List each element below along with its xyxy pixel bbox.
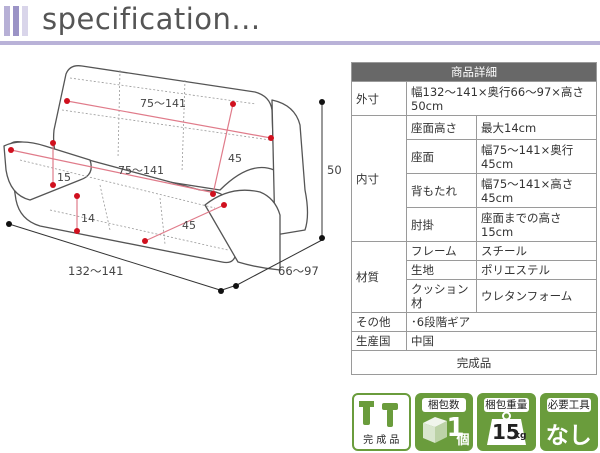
material-row-value: ポリエステル [476, 260, 597, 280]
packages-label: 梱包数 [421, 398, 466, 412]
header-bar [4, 6, 10, 36]
dim-seat-height: 14 [81, 212, 95, 225]
material-row-label: フレーム [406, 241, 477, 261]
weight-unit: kg [514, 431, 527, 441]
dim-total-width: 132〜141 [68, 264, 123, 278]
inner-row-value: 幅75〜141×奥行45cm [476, 139, 597, 174]
inner-size-label: 内寸 [351, 115, 407, 242]
origin-label: 生産国 [351, 331, 407, 351]
inner-row-value: 最大14cm [476, 115, 597, 140]
packages-badge: 梱包数 1 個 [414, 393, 473, 451]
material-row-label: クッション材 [406, 279, 477, 313]
assembled-badge: 完 成 品 [352, 393, 411, 451]
material-label: 材質 [351, 241, 407, 313]
inner-row-label: 座面 [406, 139, 477, 174]
box-icon [422, 417, 447, 443]
header-underline [0, 41, 600, 45]
inner-row-label: 座面高さ [406, 115, 477, 140]
outer-dimension-points [6, 99, 325, 294]
tools-needed-badge: 必要工具 なし [539, 393, 598, 451]
material-row-value: ウレタンフォーム [476, 279, 597, 313]
other-label: その他 [351, 312, 407, 332]
weight-badge: 梱包重量 15 kg [477, 393, 536, 451]
packages-value: 1 [446, 413, 465, 443]
spec-table-title: 商品詳細 [351, 62, 597, 82]
page-header: specification... [0, 0, 600, 45]
material-row-value: スチール [476, 241, 597, 261]
header-bar [13, 6, 19, 36]
dim-total-height: 50 [327, 163, 342, 177]
outer-size-value: 幅132〜141×奥行66〜97×高さ50cm [406, 81, 597, 116]
spec-table-footer: 完成品 [351, 350, 597, 375]
sofa-dimension-drawing: 75〜141 45 75〜141 15 14 45 50 132〜141 66〜… [3, 65, 342, 294]
dim-back-height: 45 [228, 152, 242, 165]
dim-back-width: 75〜141 [140, 97, 186, 110]
inner-row-value: 座面までの高さ15cm [476, 207, 597, 242]
assembled-caption: 完 成 品 [363, 435, 400, 446]
header-decoration-bars [4, 6, 28, 36]
material-row-label: 生地 [406, 260, 477, 280]
outer-dimension-labels: 50 132〜141 66〜97 [68, 163, 342, 278]
weight-icon [487, 411, 526, 445]
inner-row-label: 背もたれ [406, 173, 477, 208]
dim-seat-depth: 45 [182, 219, 196, 232]
tools-needed-value: なし [545, 423, 592, 449]
sofa-outline [3, 65, 309, 271]
red-dimension-points [8, 98, 274, 244]
tools-needed-label: 必要工具 [546, 398, 591, 412]
red-dimension-labels: 75〜141 45 75〜141 15 14 45 [57, 97, 242, 232]
origin-value: 中国 [406, 331, 597, 351]
tools-icon [359, 401, 398, 427]
dim-arm-height: 15 [57, 171, 71, 184]
outer-size-label: 外寸 [351, 81, 407, 116]
header-bar [22, 6, 28, 36]
inner-row-value: 幅75〜141×高さ45cm [476, 173, 597, 208]
spec-table: 商品詳細 外寸 幅132〜141×奥行66〜97×高さ50cm 内寸 座面高さ … [351, 62, 597, 375]
red-dimension-lines [10, 100, 272, 242]
other-value: ･6段階ギア [406, 312, 597, 332]
weight-value: 15 [492, 420, 520, 444]
dim-seat-width: 75〜141 [118, 164, 164, 177]
packages-unit: 個 [456, 433, 470, 448]
inner-row-label: 肘掛 [406, 207, 477, 242]
weight-label: 梱包重量 [484, 398, 529, 412]
dim-total-depth: 66〜97 [278, 264, 319, 278]
feature-badges: 完 成 品 梱包数 1 個 梱包重量 15 kg 必要工具 なし [352, 393, 598, 451]
page-title: specification... [42, 2, 261, 36]
